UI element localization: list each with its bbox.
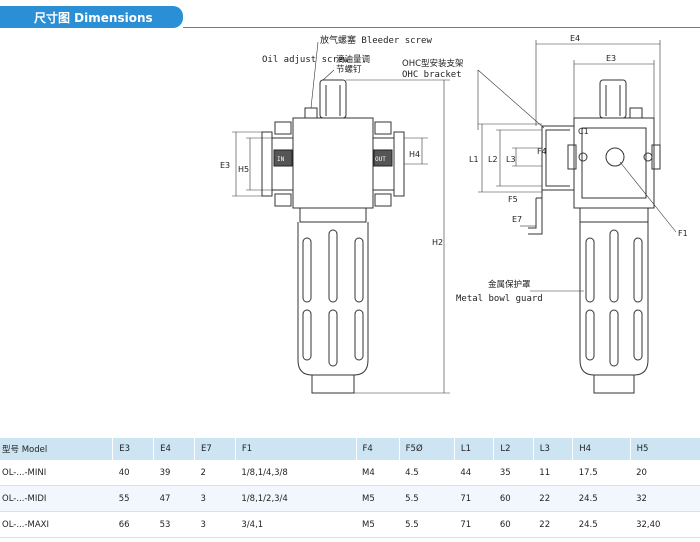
cell-l1: 71	[454, 485, 494, 512]
dim-e3-side: E3	[606, 54, 616, 63]
col-l3: L3	[532, 438, 573, 460]
section-title: 尺寸图 Dimensions	[34, 11, 153, 25]
cell-e3: 55	[112, 485, 154, 512]
col-l2: L2	[493, 438, 534, 460]
cell-e3: 66	[112, 511, 154, 538]
dimension-drawing: IN OUT E3 H5 H4 H2	[220, 34, 688, 394]
cell-f4: M5	[356, 485, 400, 512]
cell-e4: 47	[153, 485, 195, 512]
cell-f1: 1/8,1/4,3/8	[235, 460, 357, 486]
bleeder-screw	[304, 107, 318, 119]
dim-f4: F4	[537, 147, 547, 156]
table-row: OL-...-MAXI 66 53 3 3/4,1 M5 5.5 71 60 2…	[0, 511, 700, 538]
cell-l2: 60	[493, 485, 534, 512]
col-h5: H5	[629, 438, 700, 460]
metal-bowl-en-label: Metal bowl guard	[456, 294, 543, 304]
cell-h5: 32	[630, 485, 700, 512]
dim-h5: H5	[238, 165, 249, 174]
dim-h4: H4	[409, 150, 420, 159]
section-header: 尺寸图 Dimensions	[0, 6, 700, 28]
cell-l2: 35	[493, 460, 534, 486]
cell-f1: 3/4,1	[235, 511, 357, 538]
dim-l3: L3	[506, 155, 516, 164]
bleeder-screw-label: 放气螺塞 Bleeder screw	[320, 34, 432, 46]
col-e3: E3	[112, 438, 154, 460]
col-e4: E4	[153, 438, 195, 460]
cell-e7: 3	[194, 511, 236, 538]
metal-bowl-cn-label: 金属保护罩	[488, 279, 531, 290]
dim-h2: H2	[432, 238, 443, 247]
cell-l1: 44	[454, 460, 494, 486]
cell-f5: 5.5	[399, 485, 455, 512]
spec-table: 型号 Model E3 E4 E7 F1 F4 F5Ø L1 L2 L3 H4 …	[0, 438, 700, 538]
table-row: OL-...-MINI 40 39 2 1/8,1/4,3/8 M4 4.5 4…	[0, 460, 700, 486]
cell-l2: 60	[493, 511, 534, 538]
out-arrow-icon	[373, 149, 393, 167]
cell-e7: 3	[194, 485, 236, 512]
ohc-bracket-cn-label: OHC型安装支架	[402, 58, 464, 69]
oil-adjust-cn-label-1: 滴油量调	[336, 54, 370, 65]
cell-l3: 22	[533, 485, 573, 512]
top-knob	[319, 79, 347, 119]
cell-e4: 53	[153, 511, 195, 538]
dim-f1: F1	[678, 229, 688, 238]
dim-c1: C1	[578, 127, 589, 136]
cell-e4: 39	[153, 460, 195, 486]
dim-l1: L1	[469, 155, 479, 164]
header-tab: 尺寸图 Dimensions	[0, 6, 183, 28]
col-f5: F5Ø	[398, 438, 455, 460]
body	[292, 117, 374, 209]
ohc-bracket-en-label: OHC bracket	[402, 70, 462, 80]
dim-e3: E3	[220, 161, 230, 170]
dim-e4: E4	[570, 34, 580, 43]
cell-h4: 24.5	[572, 511, 631, 538]
col-h4: H4	[572, 438, 631, 460]
dim-e7: E7	[512, 215, 522, 224]
cell-f1: 1/8,1/2,3/4	[235, 485, 357, 512]
side-port	[605, 147, 625, 167]
col-l1: L1	[453, 438, 494, 460]
col-f4: F4	[355, 438, 400, 460]
cell-model: OL-...-MIDI	[0, 485, 113, 512]
cell-l3: 22	[533, 511, 573, 538]
dim-l2: L2	[488, 155, 498, 164]
cell-h4: 17.5	[572, 460, 631, 486]
cell-e3: 40	[112, 460, 154, 486]
cell-model: OL-...-MAXI	[0, 511, 113, 538]
port-in-label: IN	[277, 156, 285, 163]
bowl	[297, 222, 369, 376]
cell-h5: 20	[630, 460, 700, 486]
cell-model: OL-...-MINI	[0, 460, 113, 486]
drain	[311, 374, 355, 394]
ohc-bracket	[541, 125, 574, 191]
cell-l3: 11	[533, 460, 573, 486]
in-arrow-icon	[273, 149, 293, 167]
cell-l1: 71	[454, 511, 494, 538]
side-top-knob	[599, 79, 627, 119]
col-e7: E7	[194, 438, 236, 460]
front-view: IN OUT E3 H5 H4 H2	[220, 34, 450, 394]
port-out-label: OUT	[375, 156, 386, 163]
dim-f5: F5	[508, 195, 518, 204]
cell-h5: 32,40	[630, 511, 700, 538]
cell-f4: M5	[356, 511, 400, 538]
table-row: OL-...-MIDI 55 47 3 1/8,1/2,3/4 M5 5.5 7…	[0, 485, 700, 512]
spec-header-row: 型号 Model E3 E4 E7 F1 F4 F5Ø L1 L2 L3 H4 …	[0, 438, 700, 460]
cell-f5: 4.5	[399, 460, 455, 486]
cell-e7: 2	[194, 460, 236, 486]
side-view: E4 E3 L1 L2 L3 F4 F5 E7 C1 F1 OHC型安装支架 O…	[402, 34, 688, 394]
side-bowl	[579, 222, 649, 376]
col-f1: F1	[234, 438, 357, 460]
oil-adjust-cn-label-2: 节螺钉	[336, 64, 362, 75]
cell-h4: 24.5	[572, 485, 631, 512]
cell-f4: M4	[356, 460, 400, 486]
cell-f5: 5.5	[399, 511, 455, 538]
header-rule	[183, 27, 700, 28]
oil-adjust-screw-label: Oil adjust screw	[262, 55, 349, 65]
col-model: 型号 Model	[0, 438, 113, 460]
